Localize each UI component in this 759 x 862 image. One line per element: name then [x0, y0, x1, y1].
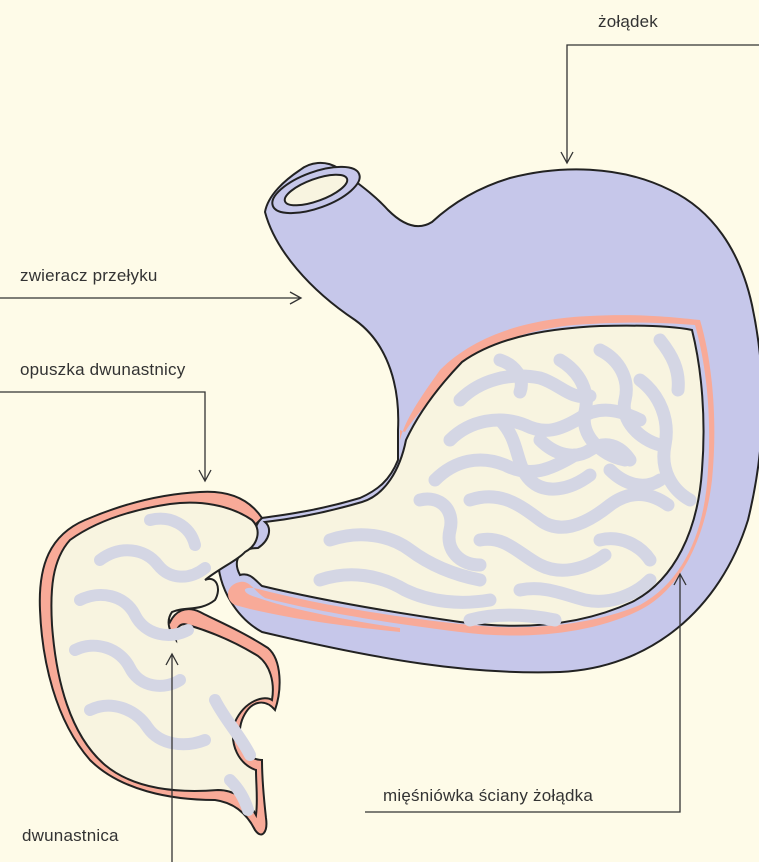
- label-stomach: żołądek: [598, 12, 658, 32]
- leader-stomach: [567, 45, 759, 162]
- label-duodenal-bulb: opuszka dwunastnicy: [20, 360, 185, 380]
- duodenum-lumen: [51, 503, 272, 815]
- label-esophageal-sphincter: zwieracz przełyku: [20, 266, 158, 286]
- leader-duodenal-bulb: [0, 392, 205, 480]
- label-duodenum: dwunastnica: [22, 826, 119, 846]
- label-stomach-wall-muscle: mięśniówka ściany żołądka: [383, 786, 593, 806]
